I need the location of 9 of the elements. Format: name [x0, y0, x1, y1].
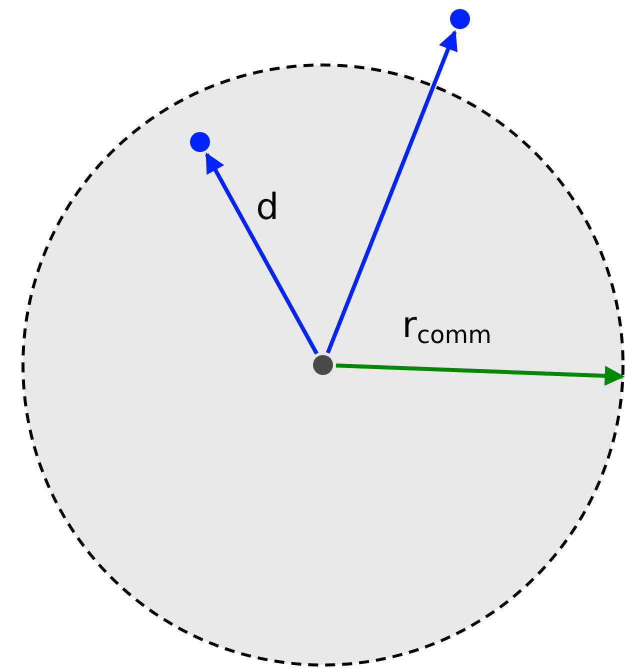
edge-label: d	[256, 190, 279, 226]
arrow	[205, 152, 318, 355]
center-node-dot	[311, 353, 335, 377]
neighbor-node-dot	[448, 7, 472, 31]
neighbor-node-dot	[188, 130, 212, 154]
edge-label: r$_{comm}$	[402, 308, 492, 344]
arrow	[336, 364, 625, 386]
arrow	[326, 30, 458, 354]
communication-range-circle	[21, 63, 625, 667]
